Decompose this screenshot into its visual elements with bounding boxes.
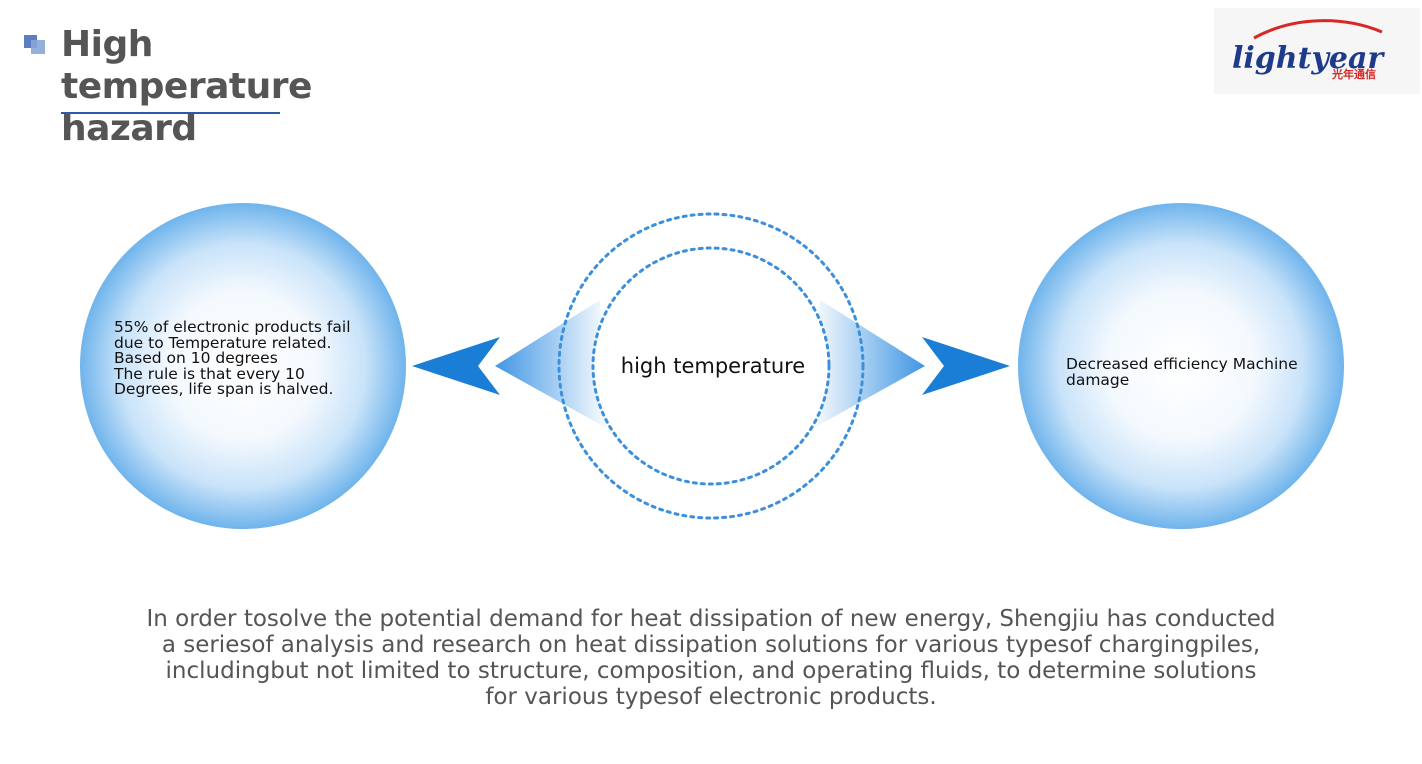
left-arrow-fade — [495, 300, 610, 430]
diagram — [80, 203, 1344, 529]
title-bullet-icon — [24, 35, 48, 55]
description-paragraph: In order tosolve the potential demand fo… — [146, 606, 1276, 710]
right-circle — [1018, 203, 1344, 529]
right-arrow-fade — [810, 300, 925, 430]
logo-swoosh — [1253, 19, 1383, 40]
left-arrow-icon — [412, 337, 500, 395]
center-label: high temperature — [620, 354, 806, 378]
right-arrow-icon — [922, 337, 1010, 395]
title-underline — [61, 112, 280, 114]
page-title: High temperature hazard — [61, 24, 312, 149]
logo-brand-text: lightyear — [1232, 41, 1385, 76]
center-outer-dotted-ring — [557, 212, 865, 520]
left-circle — [80, 203, 406, 529]
right-circle-text: Decreased efficiency Machine damage — [1066, 355, 1298, 389]
center-inner-dotted-ring — [591, 246, 831, 486]
left-circle-text: 55% of electronic products fail due to T… — [114, 318, 351, 398]
logo-chinese-text: 光年通信 — [1331, 67, 1376, 81]
company-logo: lightyear 光年通信 — [1214, 8, 1420, 94]
